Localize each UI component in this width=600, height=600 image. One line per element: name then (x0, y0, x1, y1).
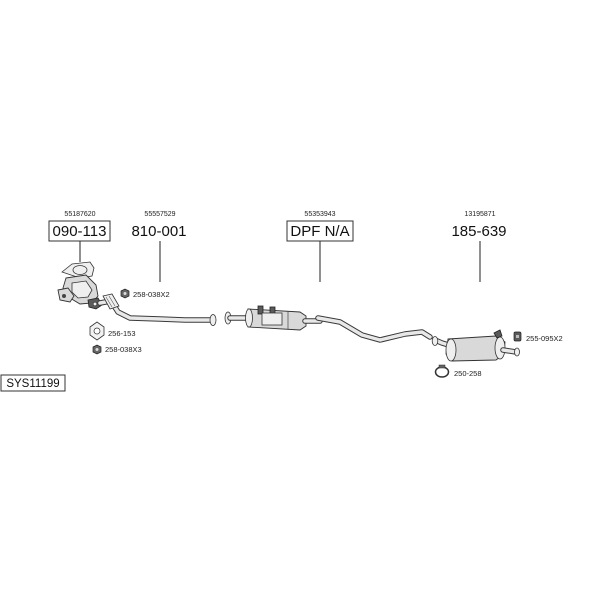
accessory-label-1[interactable]: 258-038X2 (133, 290, 170, 299)
oem-number-3: 55353943 (304, 211, 335, 218)
accessory-258-038X3: 258-038X3 (92, 344, 142, 355)
oem-number-1: 55187620 (64, 211, 95, 218)
part-callout-1: 55187620 090-113 (48, 211, 111, 262)
catalytic-converter-drawing (57, 261, 103, 310)
part-number-3[interactable]: DPF N/A (290, 223, 349, 240)
accessory-255-095X2: 255-095X2 (513, 331, 563, 343)
system-code-box (0, 374, 66, 392)
part-number-1[interactable]: 090-113 (53, 223, 107, 240)
part-callout-3: 55353943 DPF N/A (286, 211, 354, 282)
oem-number-4: 13195871 (464, 211, 495, 218)
oem-number-2: 55557529 (144, 211, 175, 218)
accessory-label-5[interactable]: 250-258 (454, 369, 482, 378)
nut-icon (120, 288, 130, 299)
mid-pipe-drawing (315, 315, 433, 343)
part-callout-4: 13195871 185-639 (451, 211, 507, 282)
clamp-ring-icon (434, 364, 450, 378)
dpf-drawing (224, 305, 323, 331)
front-pipe-drawing (97, 293, 217, 326)
nut-icon (92, 344, 102, 355)
gasket-icon (89, 321, 105, 341)
rear-silencer-drawing (431, 329, 520, 362)
accessory-256-153: 256-153 (89, 321, 136, 341)
rubber-mount-icon (513, 331, 522, 342)
accessory-label-3[interactable]: 258-038X3 (105, 345, 142, 354)
part-number-2[interactable]: 810-001 (131, 223, 186, 240)
part-number-4[interactable]: 185-639 (451, 223, 506, 240)
system-code-label: SYS11199 (6, 378, 59, 390)
part-callout-2: 55557529 810-001 (131, 211, 187, 282)
accessory-250-258: 250-258 (434, 364, 482, 378)
accessory-258-038X2: 258-038X2 (120, 288, 170, 299)
system-code: SYS11199 (0, 374, 66, 392)
accessory-label-4[interactable]: 255-095X2 (526, 334, 563, 343)
accessory-label-2[interactable]: 256-153 (108, 329, 136, 338)
